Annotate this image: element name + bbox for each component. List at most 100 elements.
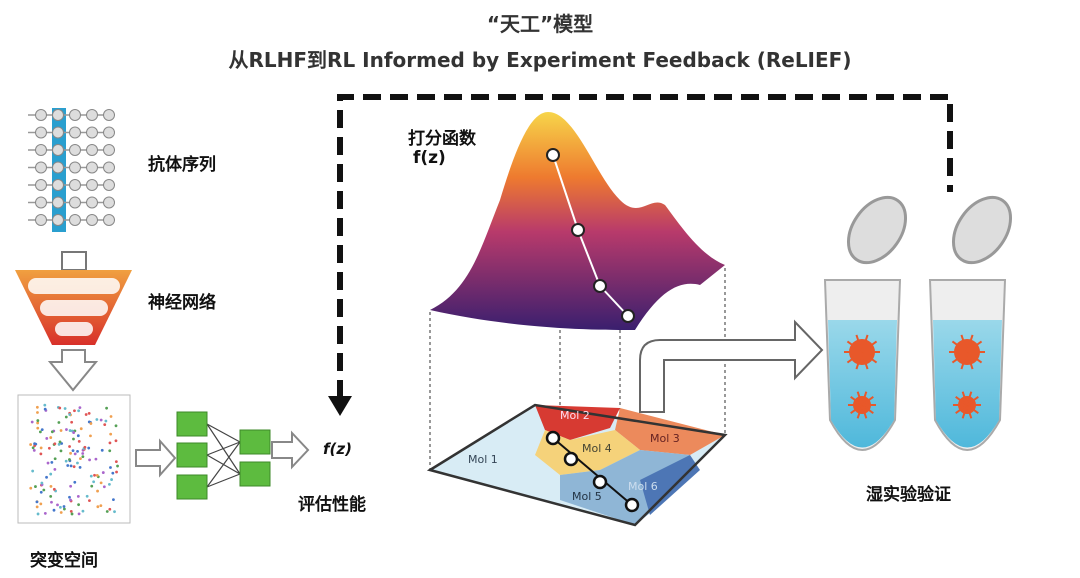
scatter-point bbox=[76, 494, 80, 498]
scatter-point bbox=[68, 429, 72, 432]
scatter-point bbox=[99, 418, 103, 422]
scatter-point bbox=[77, 409, 81, 413]
arrow-to-wet-lab bbox=[639, 319, 824, 413]
scatter-point bbox=[81, 509, 85, 513]
scatter-point bbox=[59, 511, 63, 514]
scatter-point bbox=[114, 439, 118, 443]
arrow-to-network bbox=[135, 438, 177, 478]
scatter-point bbox=[114, 460, 118, 463]
scatter-point bbox=[31, 446, 35, 450]
scatter-point bbox=[111, 471, 115, 475]
scatter-point bbox=[42, 488, 46, 492]
scatter-point bbox=[69, 498, 72, 502]
scatter-point bbox=[49, 472, 53, 476]
scatter-point bbox=[94, 457, 98, 461]
scatter-point bbox=[99, 481, 103, 485]
scatter-point bbox=[79, 427, 83, 431]
scatter-point bbox=[81, 452, 85, 455]
scatter-point bbox=[105, 406, 108, 410]
fz-label: f(z) bbox=[323, 440, 352, 458]
scatter-point bbox=[95, 474, 99, 477]
scatter-point bbox=[70, 420, 74, 424]
scatter-point bbox=[95, 418, 99, 421]
scatter-point bbox=[64, 415, 68, 419]
scatter-point bbox=[72, 437, 75, 441]
scatter-point bbox=[88, 458, 91, 462]
mutation-space-label: 突变空间 bbox=[30, 551, 98, 571]
scatter-point bbox=[59, 429, 63, 432]
scatter-point bbox=[36, 411, 39, 414]
scatter-point bbox=[72, 431, 76, 434]
scatter-point bbox=[69, 484, 73, 488]
scatter-point bbox=[43, 512, 47, 515]
neural-network-label: 神经网络 bbox=[148, 293, 216, 313]
scatter-point bbox=[64, 459, 68, 463]
scatter-point bbox=[76, 434, 80, 438]
scatter-point bbox=[39, 446, 43, 450]
scatter-point bbox=[30, 420, 34, 424]
neural-network-icon bbox=[15, 251, 132, 392]
scatter-point bbox=[53, 442, 57, 446]
mutation-space-scatter bbox=[17, 394, 131, 524]
scatter-point bbox=[49, 494, 53, 498]
scatter-point bbox=[78, 406, 82, 410]
scatter-point bbox=[66, 464, 70, 467]
scatter-point bbox=[34, 485, 37, 488]
scatter-point bbox=[72, 465, 76, 469]
scatter-point bbox=[58, 406, 62, 410]
scatter-point bbox=[71, 449, 75, 453]
scatter-point bbox=[83, 445, 87, 449]
scatter-point bbox=[50, 430, 54, 434]
scatter-point bbox=[109, 466, 112, 469]
scatter-point bbox=[108, 483, 111, 486]
scatter-point bbox=[108, 441, 112, 445]
scatter-point bbox=[77, 439, 81, 443]
scatter-point bbox=[36, 421, 40, 425]
scatter-point bbox=[36, 419, 40, 422]
title-line-1: “天工”模型 bbox=[486, 12, 594, 36]
antibody-sequence-icon bbox=[28, 108, 115, 232]
scatter-point bbox=[49, 484, 53, 488]
scatter-point bbox=[59, 449, 63, 453]
scatter-point bbox=[84, 413, 88, 416]
scatter-point bbox=[87, 446, 91, 450]
green-network-icon bbox=[176, 411, 310, 500]
scatter-point bbox=[68, 413, 72, 416]
scatter-point bbox=[76, 461, 79, 465]
scatter-point bbox=[47, 446, 51, 450]
scatter-point bbox=[73, 452, 77, 456]
region-label: Mol 1 bbox=[468, 453, 498, 466]
scoring-fz-label: f(z) bbox=[413, 148, 446, 168]
scatter-point bbox=[56, 503, 59, 507]
scatter-point bbox=[87, 412, 91, 415]
scatter-point bbox=[40, 428, 44, 432]
scatter-point bbox=[89, 434, 92, 438]
scatter-point bbox=[59, 505, 62, 509]
scatter-point bbox=[108, 449, 112, 453]
scoring-function-surface bbox=[429, 112, 726, 510]
scatter-point bbox=[89, 422, 93, 425]
scatter-point bbox=[39, 502, 43, 506]
scatter-point bbox=[77, 512, 81, 516]
molecule-map-plane bbox=[426, 403, 728, 527]
scatter-point bbox=[73, 480, 77, 484]
evaluate-performance-label: 评估性能 bbox=[298, 495, 366, 515]
region-label: Mol 4 bbox=[582, 442, 612, 455]
scatter-point bbox=[46, 461, 50, 465]
title-line-2: 从RLHF到RL Informed by Experiment Feedback… bbox=[228, 48, 852, 72]
scatter-point bbox=[77, 503, 80, 507]
scatter-point bbox=[93, 473, 96, 477]
scatter-point bbox=[36, 426, 40, 430]
scatter-point bbox=[96, 489, 99, 493]
scatter-point bbox=[68, 445, 71, 448]
scatter-point bbox=[102, 485, 106, 489]
scatter-point bbox=[39, 490, 43, 494]
wet-lab-label: 湿实验验证 bbox=[866, 485, 951, 505]
region-label: Mol 2 bbox=[560, 409, 590, 422]
feedback-loop-arrow bbox=[328, 94, 953, 416]
scatter-point bbox=[50, 461, 54, 464]
scatter-point bbox=[68, 495, 71, 499]
scatter-point bbox=[63, 507, 66, 511]
scatter-point bbox=[43, 407, 47, 411]
